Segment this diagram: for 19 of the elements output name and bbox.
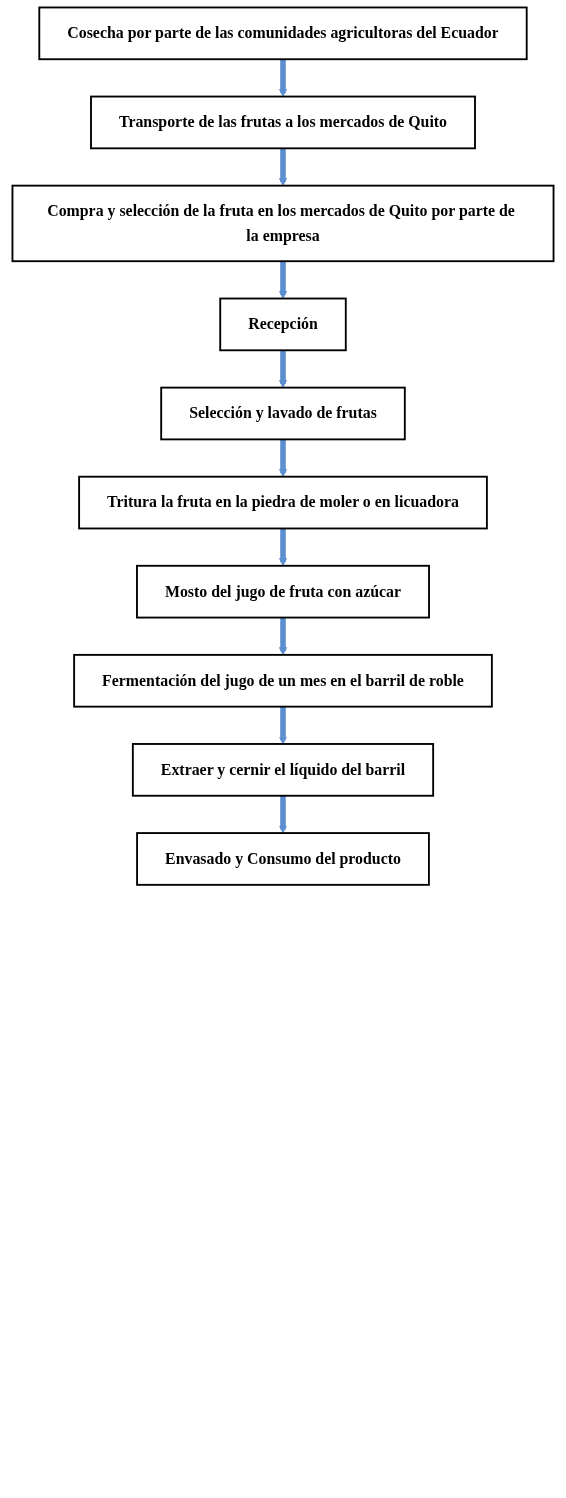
node-box: Transporte de las frutas a los mercados de Quito	[90, 95, 476, 150]
node-box: Compra y selección de la fruta en los mercados de Quito por parte de la empresa	[11, 184, 555, 263]
node-box: Envasado y Consumo del producto	[136, 832, 430, 886]
arrow	[278, 148, 288, 186]
node-box: Fermentación del jugo de un mes en el barril de roble	[73, 653, 493, 708]
arrow	[278, 350, 288, 388]
arrow	[278, 59, 288, 97]
node-box: Cosecha por parte de las comunidades agricultoras del Ecuador	[38, 6, 528, 61]
arrow	[278, 439, 288, 478]
arrow	[278, 528, 288, 567]
node-box: Selección y lavado de frutas	[160, 386, 406, 441]
arrow	[278, 261, 288, 299]
arrow	[278, 617, 288, 656]
arrow	[278, 706, 288, 745]
node-box: Extraer y cernir el líquido del barril	[131, 743, 435, 797]
node-box: Tritura la fruta en la piedra de moler o en licuadora	[78, 475, 488, 530]
node-box: Recepción	[219, 297, 347, 352]
node-box: Mosto del jugo de fruta con azúcar	[136, 564, 430, 619]
arrow	[278, 795, 288, 834]
